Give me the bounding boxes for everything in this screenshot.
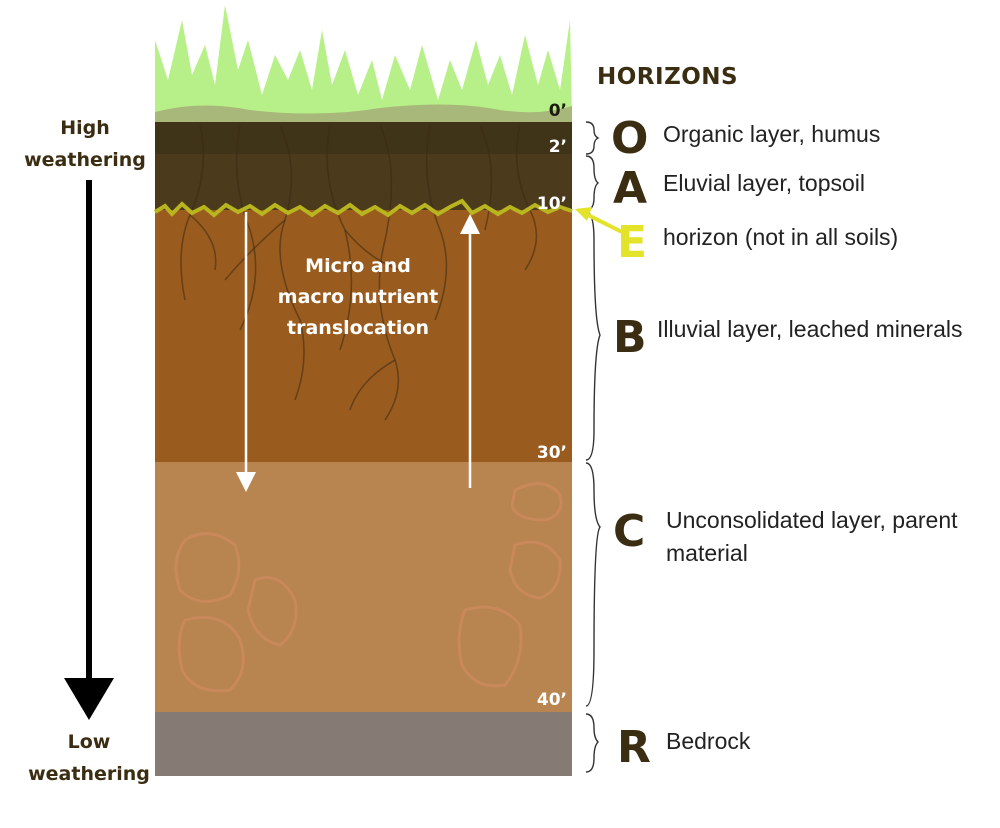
horizon-desc-c-line2: material [666, 540, 748, 566]
horizon-letter-b: B [613, 312, 647, 363]
depth-label-2: 2’ [549, 137, 567, 157]
low-weathering-line2: weathering [28, 763, 150, 785]
depth-label-10: 10’ [537, 194, 567, 214]
brace-c [585, 462, 601, 707]
brace-r [585, 713, 599, 773]
low-weathering-line1: Low [68, 731, 111, 753]
layer-organic [155, 122, 572, 154]
root-system [180, 124, 538, 421]
ground-surface [155, 104, 572, 124]
depth-label-0: 0’ [549, 101, 567, 121]
high-weathering-line2: weathering [24, 149, 146, 171]
horizon-letter-a: A [613, 163, 647, 214]
horizons-heading: HORIZONS [597, 64, 738, 90]
translocation-line1: Micro and [305, 255, 411, 277]
layer-topsoil [155, 154, 572, 210]
layer-subsoil [155, 210, 572, 462]
translocation-line2: macro nutrient [278, 286, 438, 308]
brace-o [585, 121, 600, 155]
brace-a [585, 155, 600, 211]
high-weathering-line1: High [60, 117, 110, 139]
depth-label-30: 30’ [537, 443, 567, 463]
horizon-desc-o: Organic layer, humus [663, 121, 880, 147]
horizon-desc-c-line1: Unconsolidated layer, parent [666, 507, 958, 533]
horizon-letter-c: C [613, 506, 645, 557]
weathering-arrow-head [64, 678, 114, 720]
horizon-letter-e: E [617, 217, 647, 268]
translocation-down-arrowhead [236, 472, 256, 492]
horizon-desc-b: Illuvial layer, leached minerals [657, 316, 963, 342]
horizon-desc-a: Eluvial layer, topsoil [663, 170, 865, 196]
translocation-line3: translocation [287, 317, 429, 339]
layer-bedrock [155, 712, 572, 776]
depth-label-40: 40’ [537, 690, 567, 710]
e-horizon-line [153, 198, 573, 218]
brace-b [585, 211, 601, 461]
horizon-letter-o: O [611, 113, 648, 164]
translocation-up-arrowhead [460, 214, 480, 234]
horizon-letter-r: R [617, 722, 651, 773]
horizon-desc-r: Bedrock [666, 728, 751, 754]
parent-material-rocks [174, 482, 563, 693]
layer-parent-material [155, 462, 572, 712]
grass-layer [155, 5, 572, 120]
e-pointer-arrowhead [575, 207, 592, 221]
horizon-desc-e: horizon (not in all soils) [663, 224, 898, 250]
